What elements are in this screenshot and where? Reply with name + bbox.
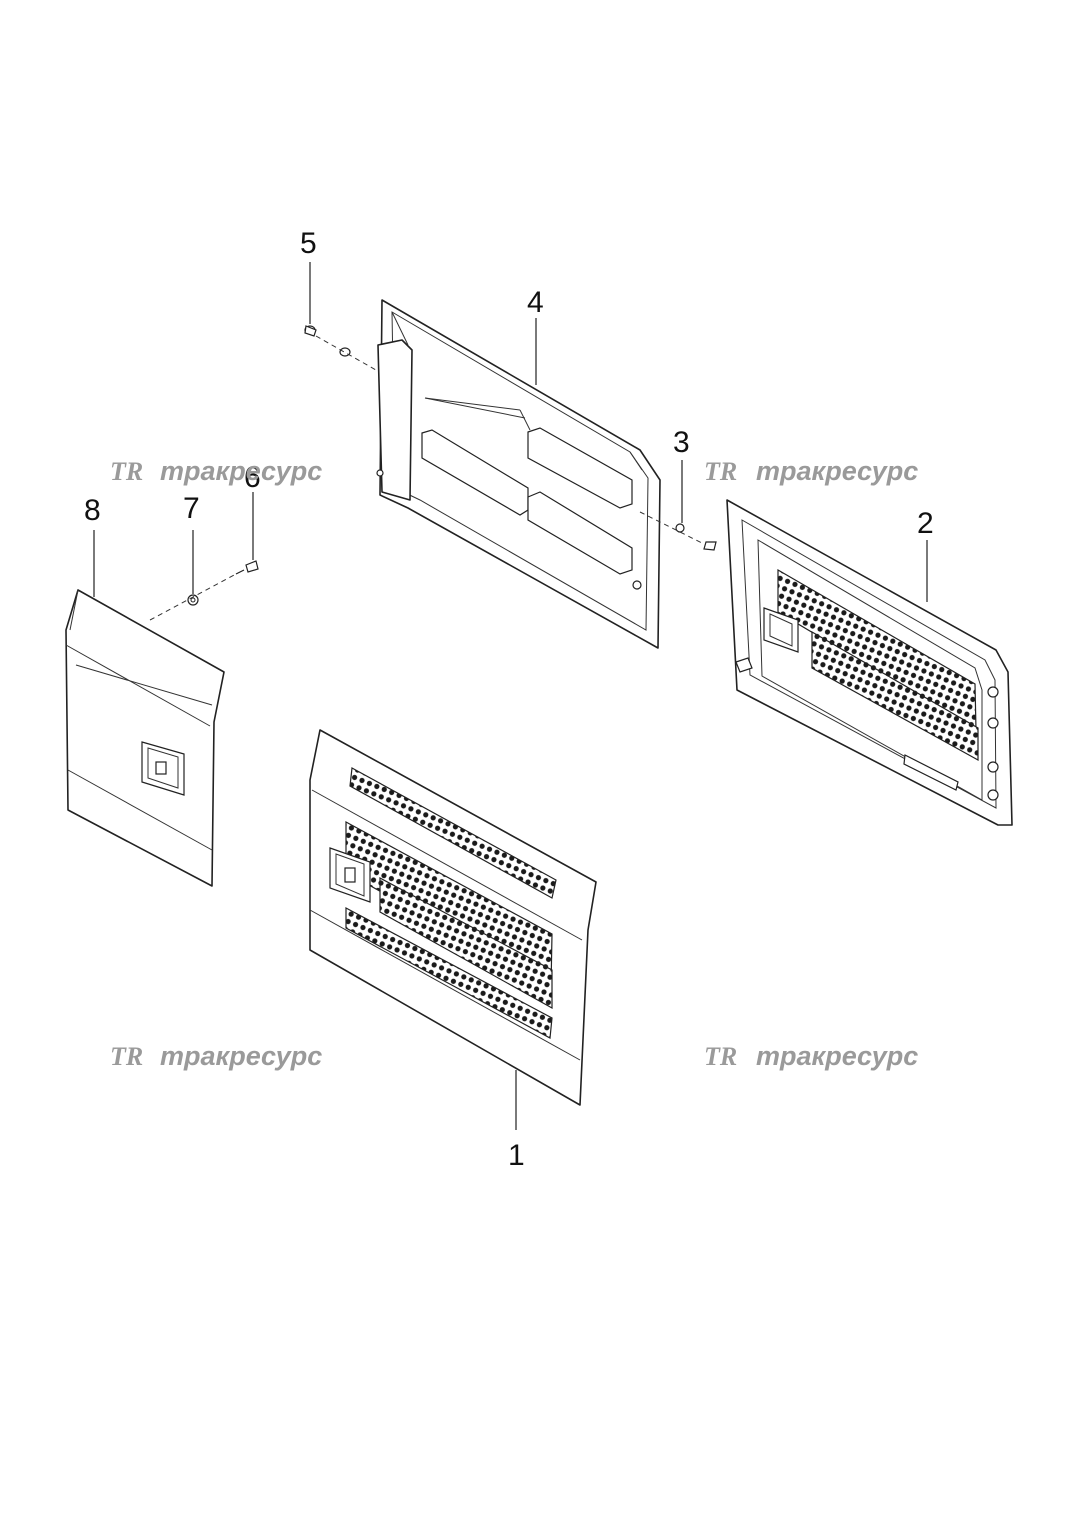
watermark-text: тракресурс xyxy=(160,456,322,486)
callout-8: 8 xyxy=(84,494,101,527)
part-3-washer xyxy=(675,523,685,533)
watermark-logo: TR xyxy=(704,457,737,486)
part-5-bolt xyxy=(304,325,317,337)
callout-7: 7 xyxy=(183,492,200,525)
watermark-logo: TR xyxy=(110,457,143,486)
part-8-left-panel xyxy=(65,589,225,887)
watermark-bottom-right: TR тракресурс xyxy=(704,1041,918,1071)
watermark-logo: TR xyxy=(110,1042,143,1071)
part-3-bolt xyxy=(703,541,717,551)
callout-5: 5 xyxy=(300,227,317,260)
callout-2: 2 xyxy=(917,507,934,540)
watermark-text: тракресурс xyxy=(756,1041,918,1071)
watermark-bottom-left: TR тракресурс xyxy=(110,1041,322,1071)
part-6-bolt xyxy=(235,560,259,575)
callout-4: 4 xyxy=(527,286,544,319)
watermark-text: тракресурс xyxy=(756,456,918,486)
watermark-logo: TR xyxy=(704,1042,737,1071)
part-1-front-panel xyxy=(309,729,597,1106)
watermark-top-left: TR тракресурс xyxy=(110,456,322,486)
part-2-right-panel xyxy=(726,499,1013,826)
callout-3: 3 xyxy=(673,426,690,459)
part-7-washer xyxy=(187,594,199,606)
watermark-top-right: TR тракресурс xyxy=(704,456,918,486)
watermark-text: тракресурс xyxy=(160,1041,322,1071)
part-4-rear-frame xyxy=(376,299,661,649)
callout-1: 1 xyxy=(508,1139,525,1172)
callout-6: 6 xyxy=(244,461,261,494)
